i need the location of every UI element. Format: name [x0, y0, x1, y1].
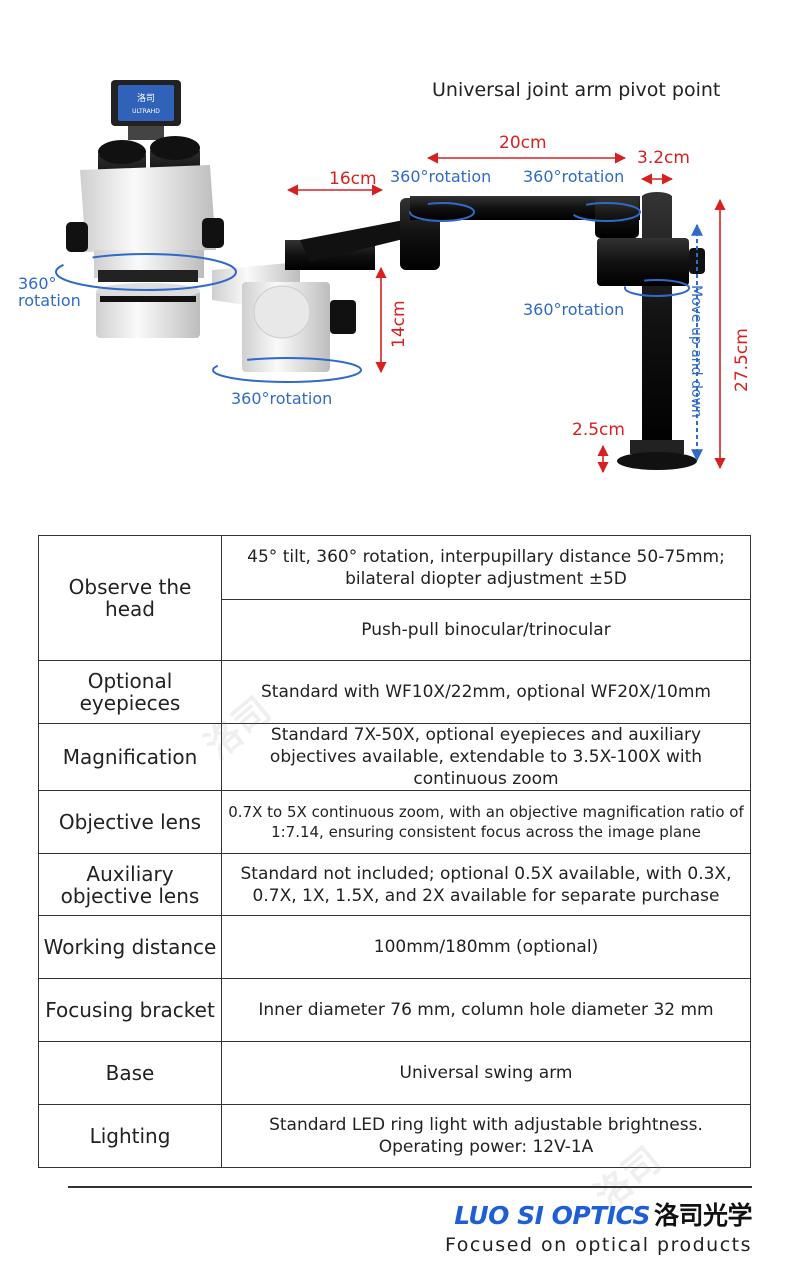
head-rotation-label-1: 360°	[18, 274, 57, 293]
dim-arm2-label: 20cm	[499, 133, 547, 153]
dim-column-label: 3.2cm	[637, 148, 690, 168]
spec-label: Objective lens	[38, 790, 222, 854]
table-row: Base Universal swing arm	[38, 1041, 751, 1105]
column-rotation-label: 360°rotation	[523, 300, 624, 319]
joint1-rotation-ellipse	[409, 202, 475, 222]
bracket-rotation-label: 360°rotation	[231, 389, 332, 408]
dim-bracket-label: 14cm	[389, 300, 409, 348]
brand-name-part2: S	[632, 1201, 650, 1230]
footer-divider	[68, 1186, 752, 1188]
camera-sub-text: ULTRAHD	[132, 108, 160, 115]
spec-value: Universal swing arm	[221, 1041, 751, 1105]
brand-tagline: Focused on optical products	[444, 1234, 752, 1256]
table-row: Lighting Standard LED ring light with ad…	[38, 1104, 751, 1168]
bracket-rotation-ellipse	[212, 357, 362, 383]
dim-base-label: 2.5cm	[572, 420, 625, 440]
spec-value: Standard 7X-50X, optional eyepieces and …	[221, 723, 751, 791]
dim-total-label: 27.5cm	[732, 328, 752, 392]
spec-value: Inner diameter 76 mm, column hole diamet…	[221, 978, 751, 1042]
spec-label: Working distance	[38, 915, 222, 979]
move-label: Move up and down	[688, 285, 704, 418]
spec-value: 0.7X to 5X continuous zoom, with an obje…	[221, 790, 751, 854]
brand-name-cn: 洛司光学	[653, 1201, 753, 1230]
column-rotation-ellipse	[624, 279, 690, 297]
spec-value: 100mm/180mm (optional)	[221, 915, 751, 979]
joint1-rotation-label: 360°rotation	[390, 167, 491, 186]
table-row: Focusing bracket Inner diameter 76 mm, c…	[38, 978, 751, 1042]
head-rotation-label-2: rotation	[18, 291, 81, 310]
joint2-rotation-label: 360°rotation	[523, 167, 624, 186]
focusing-bracket	[212, 240, 375, 372]
table-row: Magnification Standard 7X-50X, optional …	[38, 723, 751, 791]
table-row: Auxiliary objective lens Standard not in…	[38, 853, 751, 916]
spec-label: Lighting	[38, 1104, 222, 1168]
spec-value: Standard LED ring light with adjustable …	[221, 1104, 751, 1168]
table-row: Push-pull binocular/trinocular	[39, 599, 751, 661]
dim-arm1-label: 16cm	[329, 169, 377, 189]
diagram-title: Universal joint arm pivot point	[432, 79, 720, 101]
swing-arm	[300, 196, 640, 270]
spec-table: Observe the head 45° tilt, 360° rotation…	[38, 535, 751, 1168]
brand-name-part1: LUO SI OPTIC	[454, 1201, 633, 1230]
camera-brand-text: 洛司	[137, 92, 155, 104]
spec-value: Standard with WF10X/22mm, optional WF20X…	[221, 660, 751, 724]
spec-label: Focusing bracket	[38, 978, 222, 1042]
head-rotation-ellipse	[55, 253, 237, 291]
table-row: Objective lens 0.7X to 5X continuous zoo…	[38, 790, 751, 854]
spec-label: Observe the head	[38, 535, 222, 661]
table-row: Optional eyepieces Standard with WF10X/2…	[38, 660, 751, 724]
spec-label: Optional eyepieces	[38, 660, 222, 724]
product-diagram: Universal joint arm pivot point 洛司 ULTRA…	[0, 0, 790, 520]
column-stand	[597, 192, 705, 470]
spec-value: Standard not included; optional 0.5X ava…	[221, 853, 751, 916]
spec-value: 45° tilt, 360° rotation, interpupillary …	[221, 535, 751, 600]
spec-value: Push-pull binocular/trinocular	[221, 599, 751, 661]
spec-label: Magnification	[38, 723, 222, 791]
table-row: Working distance 100mm/180mm (optional)	[38, 915, 751, 979]
joint2-rotation-ellipse	[571, 202, 641, 222]
spec-label: Auxiliary objective lens	[38, 853, 222, 916]
table-row: Observe the head 45° tilt, 360° rotation…	[38, 535, 751, 661]
spec-label: Base	[38, 1041, 222, 1105]
microscope-head: 洛司 ULTRAHD	[66, 80, 224, 338]
